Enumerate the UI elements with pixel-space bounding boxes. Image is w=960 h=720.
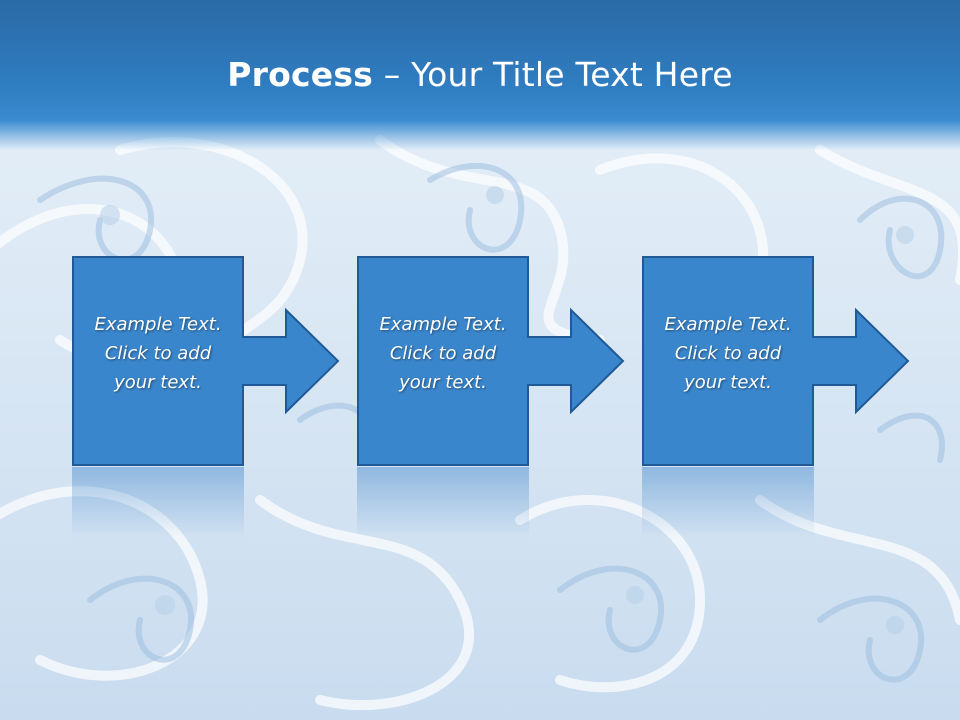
process-step-2[interactable]: Example Text. Click to add your text. bbox=[357, 256, 625, 466]
step-1-line-1: Example Text. bbox=[94, 314, 222, 335]
slide-title[interactable]: Process – Your Title Text Here bbox=[0, 50, 960, 100]
step-2-line-1: Example Text. bbox=[379, 314, 507, 335]
step-3-text[interactable]: Example Text. Click to add your text. bbox=[642, 310, 814, 397]
step-3-arrow-shape bbox=[642, 256, 910, 466]
step-2-arrow-shape bbox=[357, 256, 625, 466]
step-1-reflection bbox=[72, 467, 244, 537]
step-3-line-2: Click to add bbox=[674, 343, 782, 364]
step-3-reflection bbox=[642, 467, 814, 537]
step-3-line-3: your text. bbox=[684, 372, 772, 393]
step-2-reflection bbox=[357, 467, 529, 537]
step-2-line-2: Click to add bbox=[389, 343, 497, 364]
step-1-line-2: Click to add bbox=[104, 343, 212, 364]
process-step-3[interactable]: Example Text. Click to add your text. bbox=[642, 256, 910, 466]
step-3-line-1: Example Text. bbox=[664, 314, 792, 335]
step-1-text[interactable]: Example Text. Click to add your text. bbox=[72, 310, 244, 397]
title-bold-part: Process bbox=[227, 55, 374, 94]
title-banner bbox=[0, 0, 960, 150]
step-1-line-3: your text. bbox=[114, 372, 202, 393]
step-2-line-3: your text. bbox=[399, 372, 487, 393]
step-1-arrow-shape bbox=[72, 256, 340, 466]
step-2-text[interactable]: Example Text. Click to add your text. bbox=[357, 310, 529, 397]
process-step-1[interactable]: Example Text. Click to add your text. bbox=[72, 256, 340, 466]
title-rest-part: – Your Title Text Here bbox=[373, 55, 733, 94]
